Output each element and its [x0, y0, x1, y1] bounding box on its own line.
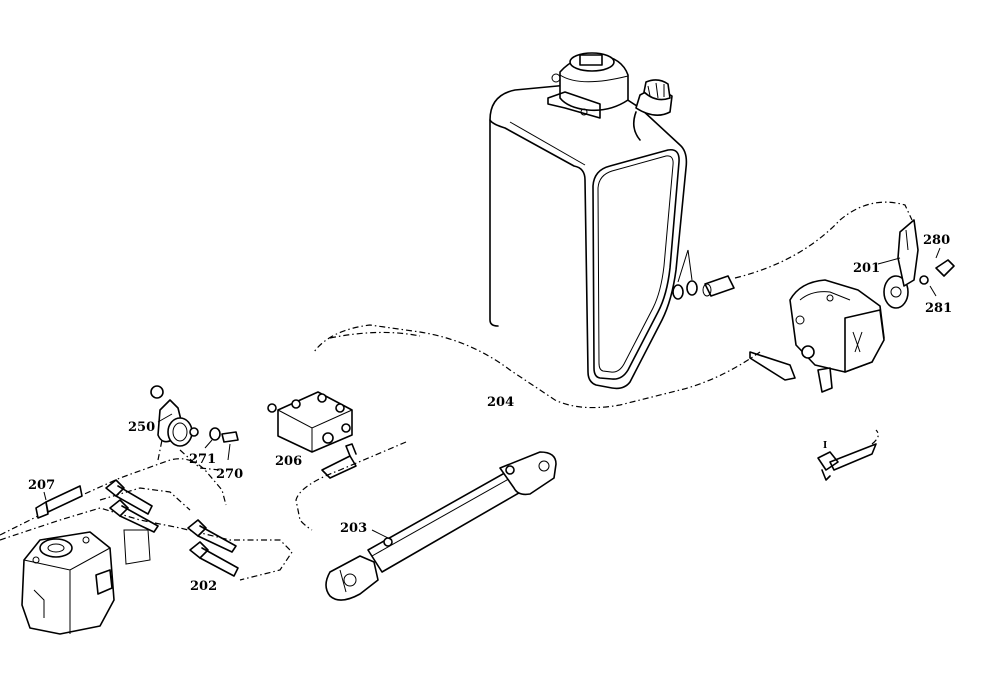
bolt	[35, 485, 83, 519]
callout-204: 204	[487, 395, 514, 410]
callout-202: 202	[190, 579, 217, 594]
pipe-fittings	[105, 479, 239, 577]
callout-203: 203	[340, 521, 367, 536]
pipe-mark: I	[823, 441, 827, 451]
steering-unit	[21, 531, 115, 635]
breather-neck-icon	[632, 79, 673, 141]
callout-201: 201	[853, 261, 880, 276]
hydraulic-tank	[489, 52, 688, 390]
callout-281: 281	[925, 301, 952, 316]
hydraulic-pump	[749, 279, 885, 393]
filler-cap-icon	[547, 52, 629, 119]
hose-routing-lines	[0, 201, 913, 581]
callout-206: 206	[275, 454, 302, 469]
callout-250: 250	[128, 420, 155, 435]
flange-icon	[883, 275, 909, 309]
valve-block	[267, 391, 357, 479]
clamp-group	[150, 385, 239, 447]
hose-fitting	[897, 219, 919, 287]
seal-ring-icon	[919, 275, 929, 285]
callout-271: 271	[189, 452, 216, 467]
hydraulic-cylinder	[325, 451, 557, 601]
callout-270: 270	[216, 467, 243, 482]
suction-connector	[672, 249, 735, 300]
callout-280: 280	[923, 233, 950, 248]
plug-icon	[935, 259, 955, 277]
callout-207: 207	[28, 478, 55, 493]
elbow-fitting: I	[817, 441, 877, 481]
